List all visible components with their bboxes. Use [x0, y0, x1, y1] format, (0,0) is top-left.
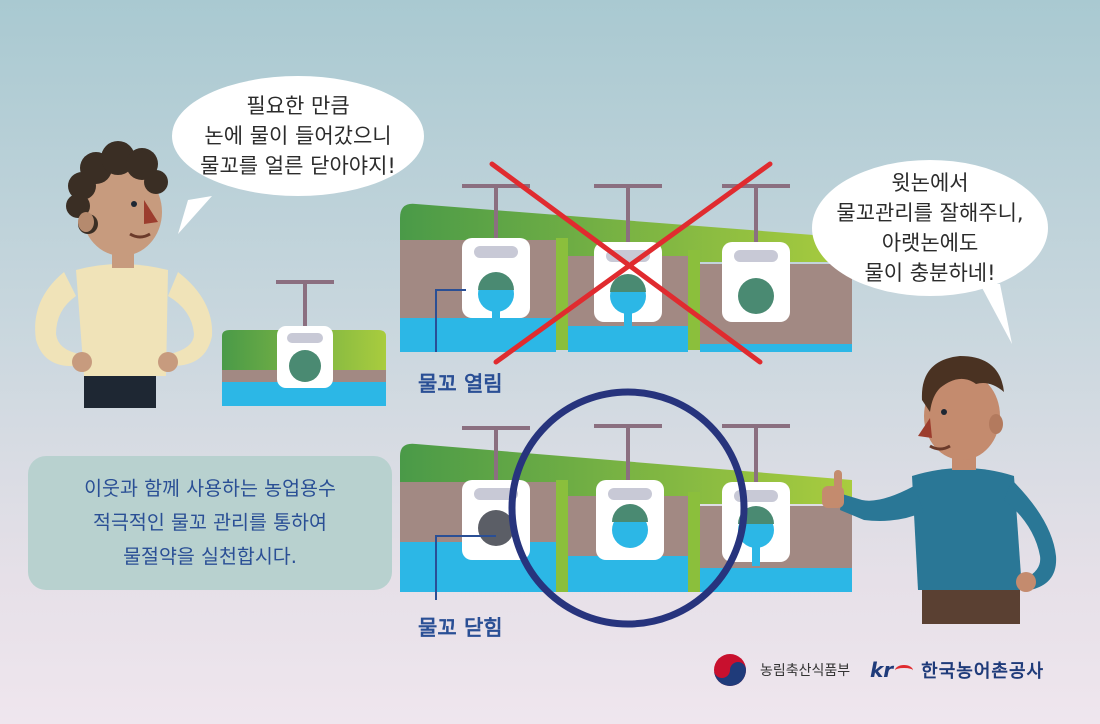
farmer-left-character	[35, 141, 213, 408]
bubble-tail-right	[980, 284, 1012, 344]
ministry-logo-icon	[714, 654, 746, 686]
red-cross-line	[493, 161, 773, 365]
krc-name: 한국농어촌공사	[921, 661, 1045, 682]
krc-swoosh-icon	[895, 664, 914, 676]
krc-mark-icon: kr	[870, 658, 894, 682]
bubble-right-line: 아랫논에도	[881, 231, 979, 255]
bubble-left-line: 필요한 만큼	[246, 94, 350, 118]
ministry-name: 농림축산식품부	[760, 663, 851, 679]
bubble-right-line: 윗논에서	[891, 171, 969, 195]
info-line: 이웃과 함께 사용하는 농업용수	[84, 477, 336, 500]
bubble-left-line: 물꼬를 얼른 닫아야지!	[200, 154, 396, 178]
info-line: 적극적인 물꼬 관리를 통하여	[93, 511, 327, 534]
speech-bubble-left: 필요한 만큼 논에 물이 들어갔으니 물꼬를 얼른 닫아야지!	[172, 76, 424, 196]
info-message-box: 이웃과 함께 사용하는 농업용수 적극적인 물꼬 관리를 통하여 물절약을 실천…	[28, 456, 392, 590]
bubble-right-line: 물꼬관리를 잘해주니,	[836, 201, 1024, 225]
small-field	[222, 280, 386, 406]
highlight-circle	[508, 388, 748, 628]
krc-logo: kr 한국농어촌공사	[870, 650, 1044, 690]
bubble-right-line: 물이 충분하네!	[864, 261, 996, 285]
gate-open-label: 물꼬 열림	[418, 372, 503, 396]
speech-bubble-right: 윗논에서 물꼬관리를 잘해주니, 아랫논에도 물이 충분하네!	[812, 160, 1048, 296]
bubble-left-line: 논에 물이 들어갔으니	[204, 124, 392, 148]
ministry-logo: 농림축산식품부	[752, 650, 850, 690]
top-field	[400, 161, 852, 365]
info-line: 물절약을 실천합시다.	[123, 545, 297, 568]
bottom-field	[400, 388, 852, 628]
bubble-tail-left	[178, 196, 212, 234]
farmer-right-character	[822, 356, 1057, 624]
gate-closed-label: 물꼬 닫힘	[418, 616, 503, 640]
red-cross-line	[489, 161, 763, 365]
